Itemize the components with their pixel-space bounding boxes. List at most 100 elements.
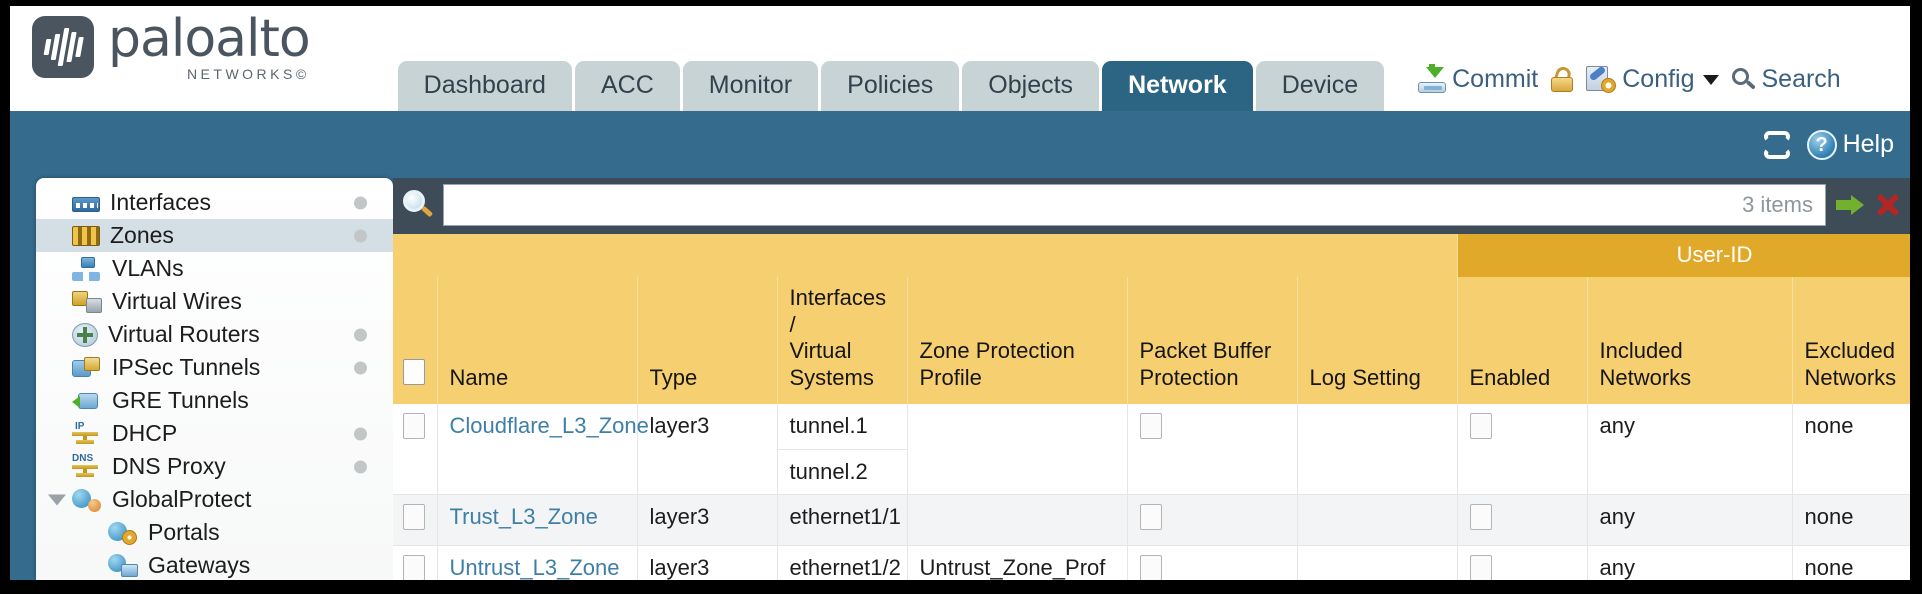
cell-userid-enabled bbox=[1457, 404, 1588, 495]
userid-enabled-checkbox[interactable] bbox=[1469, 555, 1492, 580]
packet-buffer-protection-checkbox[interactable] bbox=[1139, 413, 1162, 440]
commit-button[interactable]: Commit bbox=[1418, 63, 1539, 94]
page-body: Interfaces Zones VLANs Virtual Wires Vir… bbox=[10, 178, 1910, 580]
virtual-routers-icon bbox=[72, 322, 98, 347]
status-dot bbox=[354, 361, 367, 374]
sidebar-item-ipsec-tunnels[interactable]: IPSec Tunnels bbox=[36, 351, 393, 384]
lock-button[interactable] bbox=[1551, 65, 1574, 92]
tab-dashboard[interactable]: Dashboard bbox=[397, 61, 572, 111]
search-box[interactable]: 3 items bbox=[443, 184, 1826, 226]
filter-bar: 3 items bbox=[393, 178, 1910, 234]
table-row[interactable]: Untrust_L3_Zone layer3 ethernet1/2 Untru… bbox=[393, 545, 1910, 580]
cell-included-networks: any bbox=[1587, 545, 1793, 580]
sidebar-item-gre-tunnels[interactable]: GRE Tunnels bbox=[36, 384, 393, 417]
twisty-expanded-icon[interactable] bbox=[48, 494, 66, 505]
cell-zone-protection-profile: Untrust_Zone_Prof bbox=[907, 545, 1128, 580]
lock-icon bbox=[1551, 65, 1574, 92]
config-menu[interactable]: Config bbox=[1586, 65, 1719, 94]
cell-excluded-networks: none bbox=[1792, 404, 1910, 495]
search-input[interactable] bbox=[444, 185, 1743, 225]
cell-type: layer3 bbox=[637, 494, 778, 547]
portals-icon bbox=[108, 521, 138, 545]
row-select-cell bbox=[393, 404, 438, 495]
sidebar-item-label: IPSec Tunnels bbox=[112, 354, 261, 380]
brand-name: paloalto bbox=[108, 9, 311, 69]
cell-log-setting bbox=[1297, 494, 1458, 547]
sidebar-item-dhcp[interactable]: DHCP bbox=[36, 417, 393, 450]
cell-type: layer3 bbox=[637, 545, 778, 580]
status-dot bbox=[354, 229, 367, 242]
tab-objects[interactable]: Objects bbox=[962, 61, 1100, 111]
apply-filter-icon[interactable] bbox=[1836, 191, 1864, 219]
table-row[interactable]: Cloudflare_L3_Zone layer3 tunnel.1 tunne… bbox=[393, 404, 1910, 495]
main-tabs: Dashboard ACC Monitor Policies Objects N… bbox=[397, 61, 1385, 111]
content-pane: 3 items User-ID bbox=[393, 178, 1910, 580]
tab-monitor[interactable]: Monitor bbox=[682, 61, 819, 111]
tab-acc[interactable]: ACC bbox=[574, 61, 680, 111]
zone-name-link[interactable]: Untrust_L3_Zone bbox=[449, 555, 620, 580]
userid-enabled-checkbox[interactable] bbox=[1469, 503, 1492, 530]
cell-excluded-networks: none bbox=[1792, 545, 1910, 580]
sidebar-item-portals[interactable]: Portals bbox=[36, 516, 393, 549]
tab-device[interactable]: Device bbox=[1255, 61, 1385, 111]
interface-entry: tunnel.1 bbox=[777, 404, 907, 450]
paloalto-logo-icon bbox=[32, 16, 94, 78]
col-log-setting[interactable]: Log Setting bbox=[1297, 276, 1458, 405]
help-link[interactable]: ? Help bbox=[1806, 129, 1894, 160]
row-checkbox[interactable] bbox=[403, 413, 425, 440]
sidebar-item-gateways[interactable]: Gateways bbox=[36, 549, 393, 580]
sidebar-item-globalprotect[interactable]: GlobalProtect bbox=[36, 483, 393, 516]
clear-filter-icon[interactable] bbox=[1874, 191, 1902, 219]
commit-label: Commit bbox=[1452, 65, 1539, 93]
search-icon bbox=[1731, 67, 1756, 92]
commit-icon bbox=[1418, 63, 1447, 93]
row-checkbox[interactable] bbox=[403, 503, 425, 530]
status-dot bbox=[354, 196, 367, 209]
sidebar-item-virtual-routers[interactable]: Virtual Routers bbox=[36, 318, 393, 351]
zone-name-link[interactable]: Cloudflare_L3_Zone bbox=[449, 413, 649, 439]
status-dot bbox=[354, 460, 367, 473]
status-dot bbox=[354, 328, 367, 341]
sidebar-item-vlans[interactable]: VLANs bbox=[36, 252, 393, 285]
search-button[interactable]: Search bbox=[1731, 65, 1841, 94]
cell-userid-enabled bbox=[1457, 545, 1588, 580]
dhcp-icon bbox=[72, 421, 102, 446]
cell-packet-buffer-protection bbox=[1127, 404, 1298, 495]
table-row[interactable]: Trust_L3_Zone layer3 ethernet1/1 bbox=[393, 494, 1910, 547]
packet-buffer-protection-checkbox[interactable] bbox=[1139, 555, 1162, 580]
userid-enabled-checkbox[interactable] bbox=[1469, 413, 1492, 440]
tab-policies[interactable]: Policies bbox=[821, 61, 960, 111]
col-userid-enabled[interactable]: Enabled bbox=[1457, 276, 1588, 405]
sidebar-item-interfaces[interactable]: Interfaces bbox=[36, 186, 393, 219]
select-all-checkbox[interactable] bbox=[403, 359, 425, 386]
refresh-icon[interactable] bbox=[1762, 130, 1792, 159]
cell-log-setting bbox=[1297, 545, 1458, 580]
cell-interfaces: tunnel.1 tunnel.2 bbox=[777, 404, 908, 495]
sub-header-bar: ? Help bbox=[10, 111, 1910, 178]
row-select-cell bbox=[393, 494, 438, 547]
col-name[interactable]: Name bbox=[437, 276, 638, 405]
zone-name-link[interactable]: Trust_L3_Zone bbox=[449, 503, 598, 529]
sidebar-item-zones[interactable]: Zones bbox=[36, 219, 393, 252]
packet-buffer-protection-checkbox[interactable] bbox=[1139, 503, 1162, 530]
sidebar-item-dns-proxy[interactable]: DNS Proxy bbox=[36, 450, 393, 483]
gateways-icon bbox=[108, 553, 138, 578]
sidebar-item-virtual-wires[interactable]: Virtual Wires bbox=[36, 285, 393, 318]
cell-name: Untrust_L3_Zone bbox=[437, 545, 638, 580]
cell-name: Cloudflare_L3_Zone bbox=[437, 404, 649, 495]
row-checkbox[interactable] bbox=[403, 555, 425, 580]
cell-interfaces: ethernet1/2 bbox=[777, 545, 908, 580]
search-icon[interactable] bbox=[403, 190, 434, 220]
table-group-header-row: User-ID bbox=[393, 234, 1910, 277]
col-type[interactable]: Type bbox=[637, 276, 778, 405]
top-bar: paloalto NETWORKS© Dashboard ACC Monitor… bbox=[10, 6, 1910, 111]
sidebar-item-label: GlobalProtect bbox=[112, 486, 252, 512]
tab-network[interactable]: Network bbox=[1102, 61, 1253, 111]
